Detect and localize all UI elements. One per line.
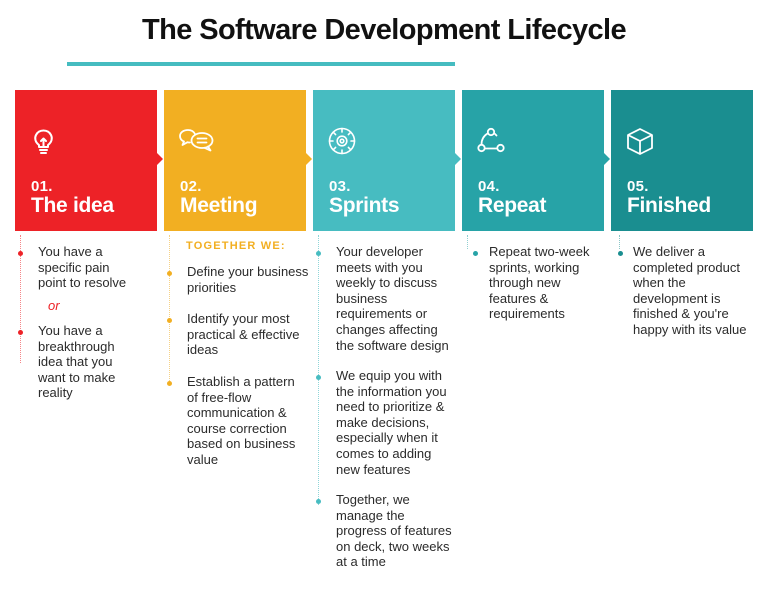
arrow-connector xyxy=(455,153,461,165)
arrow-connector xyxy=(157,153,163,165)
page-title: The Software Development Lifecycle xyxy=(141,14,627,46)
dotted-connector xyxy=(467,235,468,249)
box-icon xyxy=(625,126,655,156)
stage-number: 03. xyxy=(329,178,351,195)
list-item: You have a breakthrough idea that you wa… xyxy=(38,323,116,401)
stage-name: Repeat xyxy=(478,194,547,217)
stage-name: Meeting xyxy=(180,194,258,217)
bullet xyxy=(167,381,172,386)
list-item: Repeat two-week sprints, working through… xyxy=(489,244,590,322)
arrow-connector xyxy=(306,153,312,165)
separator-or: or xyxy=(48,298,60,313)
stage-number: 02. xyxy=(180,178,202,195)
stage-name: Sprints xyxy=(329,194,400,217)
arrow-connector xyxy=(604,153,610,165)
dotted-connector xyxy=(619,235,620,249)
bullet xyxy=(316,375,321,380)
bullet xyxy=(167,318,172,323)
stage-number: 05. xyxy=(627,178,649,195)
bullet xyxy=(167,271,172,276)
list-item: You have a specific pain point to resolv… xyxy=(38,244,127,291)
list-item: Establish a pattern of free-flow communi… xyxy=(187,374,296,467)
bullet xyxy=(316,499,321,504)
bullet xyxy=(18,330,23,335)
stage-number: 01. xyxy=(31,178,53,195)
stage-number: 04. xyxy=(478,178,500,195)
bullet xyxy=(18,251,23,256)
dotted-connector xyxy=(20,235,21,363)
title-underline xyxy=(67,62,455,66)
stage-finished: 05. Finished xyxy=(611,90,753,231)
cycle-nodes-icon xyxy=(476,126,506,156)
stage-repeat: 04. Repeat xyxy=(462,90,610,231)
stage-name: The idea xyxy=(31,194,114,217)
list-item: Identify your most practical & effective… xyxy=(187,311,300,358)
lightbulb-icon xyxy=(29,126,59,156)
chat-bubbles-icon xyxy=(178,126,218,156)
dotted-connector xyxy=(169,235,170,385)
section-heading: TOGETHER WE: xyxy=(186,240,286,252)
stage-idea: 01. The idea xyxy=(15,90,163,231)
list-item: Define your business priorities xyxy=(187,264,309,295)
bullet xyxy=(316,251,321,256)
list-item: We deliver a completed product when the … xyxy=(633,244,747,337)
stage-name: Finished xyxy=(627,194,711,217)
dotted-connector xyxy=(318,235,319,505)
stage-meeting: 02. Meeting xyxy=(164,90,312,231)
bullet xyxy=(618,251,623,256)
list-item: Your developer meets with you weekly to … xyxy=(336,244,449,353)
list-item: Together, we manage the progress of feat… xyxy=(336,492,452,570)
list-item: We equip you with the information you ne… xyxy=(336,368,447,477)
bullet xyxy=(473,251,478,256)
gear-cycle-icon xyxy=(327,126,357,156)
stage-sprints: 03. Sprints xyxy=(313,90,461,231)
